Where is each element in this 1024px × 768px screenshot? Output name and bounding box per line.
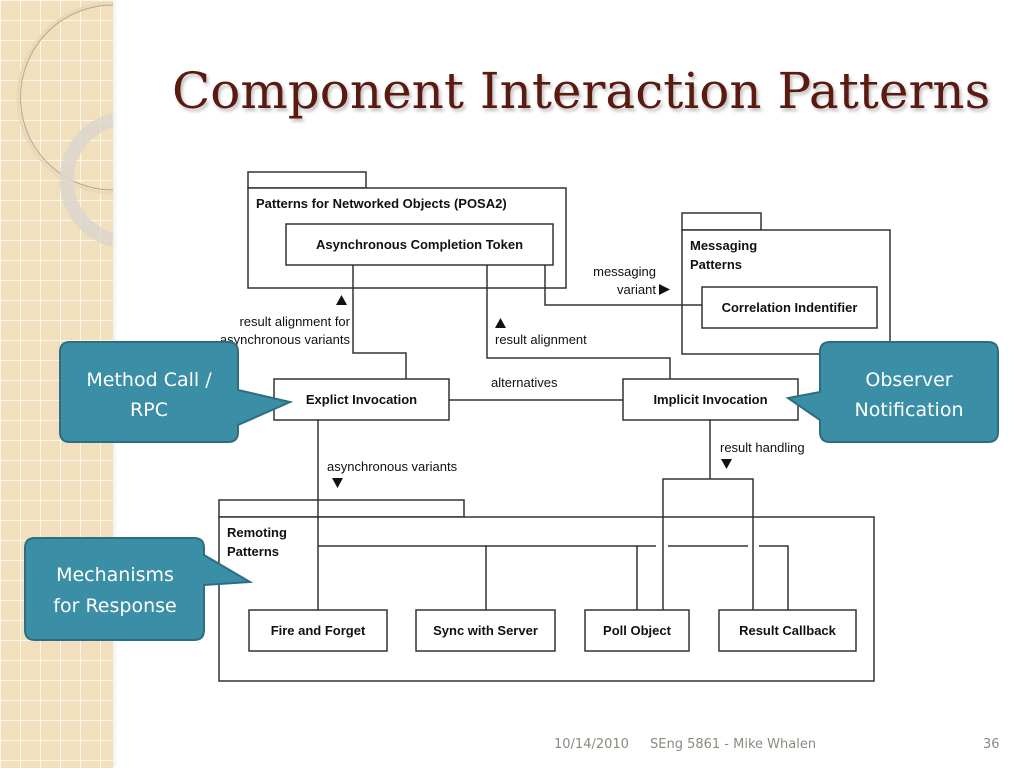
edge-label-async-variants: asynchronous variants bbox=[327, 459, 458, 474]
callout-method-call-line1: Method Call / bbox=[86, 369, 212, 391]
edge-label-variant: variant bbox=[617, 282, 656, 297]
arrow-up-icon bbox=[336, 295, 347, 305]
connectors bbox=[317, 265, 789, 610]
callout-shape bbox=[59, 341, 294, 443]
node-correlation-identifier bbox=[701, 286, 878, 329]
callout-mechanisms-line1: Mechanisms bbox=[56, 564, 174, 586]
callout-method-call-line2: RPC bbox=[130, 399, 168, 421]
callout-mechanisms-line2: for Response bbox=[53, 595, 176, 617]
node-label-implicit: Implicit Invocation bbox=[653, 392, 767, 407]
connector-async-bus-c bbox=[759, 545, 789, 610]
node-explicit-invocation bbox=[273, 378, 450, 421]
callout-shape bbox=[785, 341, 999, 443]
callout-observer: Observer Notification bbox=[785, 341, 999, 443]
connector-act-implicit bbox=[486, 265, 671, 380]
edge-label-async-variants-top: asynchronous variants bbox=[220, 332, 351, 347]
connector-act-explicit bbox=[352, 265, 407, 380]
connector-act-correlation bbox=[544, 265, 702, 306]
remoting-package-tab bbox=[218, 499, 465, 518]
callout-shape bbox=[24, 537, 254, 641]
messaging-package-label-2: Patterns bbox=[690, 257, 742, 272]
node-fire-and-forget bbox=[248, 609, 388, 652]
arrow-down-icon bbox=[332, 478, 343, 488]
remoting-package-label-2: Patterns bbox=[227, 544, 279, 559]
node-sync-with-server bbox=[415, 609, 556, 652]
callout-observer-line1: Observer bbox=[865, 369, 952, 391]
messaging-package-tab bbox=[681, 212, 762, 231]
edge-label-result-alignment-for: result alignment for bbox=[239, 314, 350, 329]
footer-course: SEng 5861 - Mike Whalen bbox=[650, 737, 817, 752]
node-implicit-invocation bbox=[622, 378, 799, 421]
callout-method-call: Method Call / RPC bbox=[59, 341, 294, 443]
node-label-correlation: Correlation Indentifier bbox=[722, 300, 858, 315]
node-poll-object bbox=[584, 609, 690, 652]
arrow-down-icon bbox=[721, 459, 732, 469]
edge-label-result-handling: result handling bbox=[720, 440, 805, 455]
node-label-fire-forget: Fire and Forget bbox=[271, 623, 366, 638]
node-label-explicit: Explict Invocation bbox=[306, 392, 417, 407]
callout-observer-line2: Notification bbox=[854, 399, 963, 421]
node-result-callback bbox=[718, 609, 857, 652]
node-async-completion-token bbox=[285, 223, 554, 266]
arrow-right-icon bbox=[659, 284, 670, 295]
posa2-package-label: Patterns for Networked Objects (POSA2) bbox=[256, 196, 507, 211]
footer-date: 10/14/2010 bbox=[554, 737, 629, 752]
arrow-up-icon bbox=[495, 318, 506, 328]
node-label-poll-object: Poll Object bbox=[603, 623, 672, 638]
edge-label-messaging: messaging bbox=[593, 264, 656, 279]
edge-label-result-alignment: result alignment bbox=[495, 332, 587, 347]
node-label-sync-server: Sync with Server bbox=[433, 623, 538, 638]
node-label-result-callback: Result Callback bbox=[739, 623, 837, 638]
small-ring-arc bbox=[59, 113, 113, 247]
connector-result-handling bbox=[662, 478, 754, 610]
posa2-package-tab bbox=[247, 171, 367, 189]
decorative-circles bbox=[16, 1, 113, 247]
remoting-package-label-1: Remoting bbox=[227, 525, 287, 540]
slide-title: Component Interaction Patterns bbox=[172, 62, 991, 120]
footer-page-number: 36 bbox=[983, 737, 1000, 752]
remoting-package bbox=[218, 516, 875, 682]
messaging-package-label-1: Messaging bbox=[690, 238, 757, 253]
node-label-act: Asynchronous Completion Token bbox=[316, 237, 523, 252]
callout-mechanisms: Mechanisms for Response bbox=[24, 537, 254, 641]
edge-label-alternatives: alternatives bbox=[491, 375, 558, 390]
